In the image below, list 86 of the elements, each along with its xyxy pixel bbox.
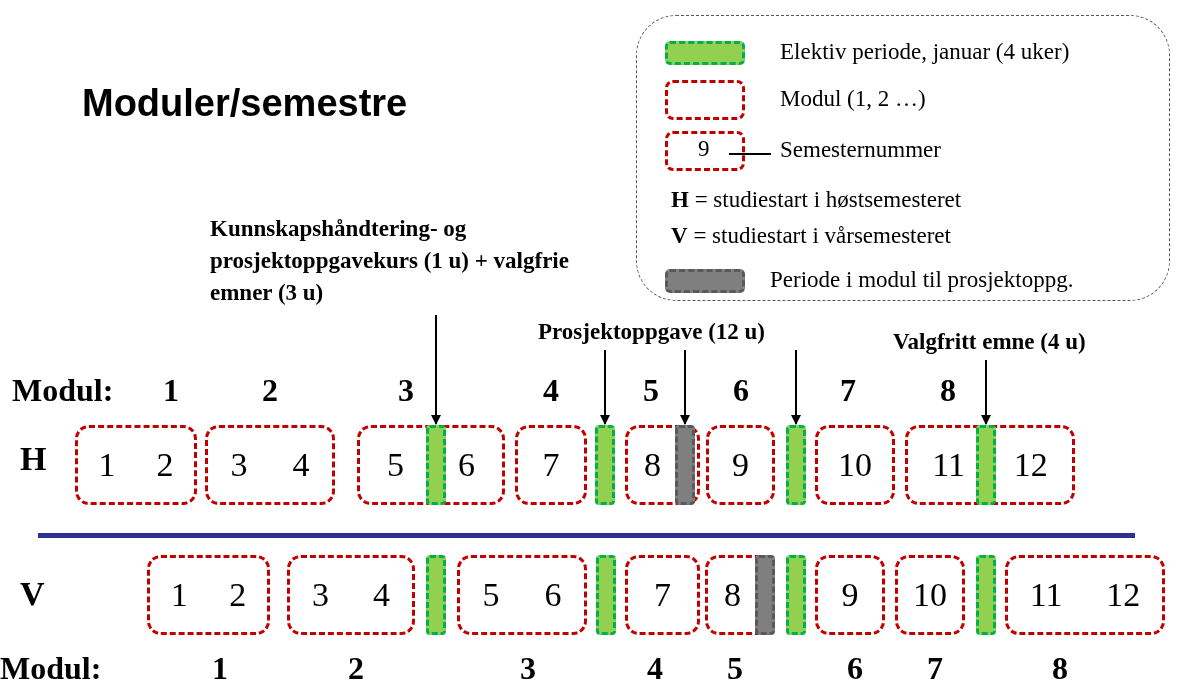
- semester-number: 12: [1106, 576, 1141, 614]
- module-box: [457, 555, 587, 635]
- module-number: 7: [840, 372, 856, 409]
- semester-number: 11: [932, 446, 966, 484]
- module-box: [357, 425, 505, 505]
- project-period-bar: [675, 425, 695, 505]
- semester-number: 5: [482, 576, 500, 614]
- legend-text: Modul (1, 2 …): [780, 86, 926, 112]
- semester-number: 11: [1029, 576, 1063, 614]
- module-number: 5: [727, 650, 743, 687]
- semester-number: 9: [841, 576, 859, 614]
- module-number: 8: [1052, 650, 1068, 687]
- elective-period-bar: [595, 425, 615, 505]
- module-number: 2: [348, 650, 364, 687]
- legend-text: Elektiv periode, januar (4 uker): [780, 39, 1070, 65]
- module-number: 4: [543, 372, 559, 409]
- legend-text: Semesternummer: [780, 137, 941, 163]
- row-label: H: [20, 440, 47, 478]
- legend-text: H = studiestart i høstsemesteret: [671, 187, 962, 213]
- module-number: 1: [212, 650, 228, 687]
- module-number: 2: [262, 372, 278, 409]
- module-number: 4: [647, 650, 663, 687]
- module-box: [75, 425, 197, 505]
- module-box: [815, 425, 895, 505]
- semester-number: 2: [156, 446, 174, 484]
- arrow: [600, 349, 610, 425]
- elective-period-bar: [786, 425, 806, 505]
- semester-number: 6: [458, 446, 475, 484]
- module-box: [706, 425, 775, 505]
- module-number: 1: [163, 372, 179, 409]
- arrow: [981, 359, 991, 425]
- semester-number: 2: [229, 576, 247, 614]
- module-box: [815, 555, 885, 635]
- module-box: [895, 555, 965, 635]
- semester-number: 7: [654, 576, 671, 614]
- title: Moduler/semestre: [82, 82, 408, 125]
- semester-number: 9: [698, 136, 710, 162]
- semester-number: 10: [913, 576, 947, 614]
- elective-period-bar: [786, 555, 806, 635]
- arrow: [431, 314, 441, 425]
- module-box: [515, 425, 587, 505]
- semester-number: 8: [644, 446, 661, 484]
- elective-period-bar: [426, 425, 446, 505]
- semester-number: 6: [544, 576, 562, 614]
- semester-number: 10: [838, 446, 872, 484]
- elective-period-bar: [596, 555, 616, 635]
- semester-number: 12: [1013, 446, 1048, 484]
- semester-number: 4: [292, 446, 310, 484]
- elective-period-bar: [976, 555, 996, 635]
- semester-number: 1: [170, 576, 188, 614]
- module-box: [625, 555, 700, 635]
- row-label: Modul:: [12, 372, 114, 409]
- semester-number: 1: [98, 446, 116, 484]
- semester-number: 5: [387, 446, 404, 484]
- legend-text: Periode i modul til prosjektoppg.: [770, 267, 1074, 293]
- semester-number: 3: [312, 576, 329, 614]
- project-period-bar: [755, 555, 775, 635]
- arrow: [791, 349, 801, 425]
- elective-period-bar: [976, 425, 996, 505]
- row-label: Modul:: [0, 650, 102, 687]
- module-number: 3: [398, 372, 414, 409]
- annotation-text: Prosjektoppgave (12 u): [538, 316, 848, 348]
- semester-number: 7: [542, 446, 560, 484]
- module-box: [1005, 555, 1165, 635]
- row-label: V: [20, 575, 45, 613]
- module-number: 5: [643, 372, 659, 409]
- legend-text: V = studiestart i vårsemesteret: [671, 223, 951, 249]
- module-box: [905, 425, 1075, 505]
- semester-number: 9: [732, 446, 749, 484]
- module-box: [205, 425, 335, 505]
- annotation-text: Valgfritt emne (4 u): [893, 326, 1155, 358]
- annotation-text: Kunnskapshåndtering- og prosjektoppgavekurs (1 u) + valgfrie emner (3 u): [210, 213, 605, 313]
- module-number: 6: [733, 372, 749, 409]
- module-number: 6: [847, 650, 863, 687]
- semester-number: 8: [724, 576, 741, 614]
- elective-period-bar: [426, 555, 446, 635]
- module-box: [705, 555, 775, 635]
- module-box: [625, 425, 700, 505]
- semester-number: 3: [230, 446, 248, 484]
- arrow: [680, 349, 690, 425]
- module-number: 8: [940, 372, 956, 409]
- semester-number: 4: [373, 576, 390, 614]
- module-number: 7: [927, 650, 943, 687]
- module-box: [147, 555, 270, 635]
- module-number: 3: [520, 650, 536, 687]
- module-box: [287, 555, 415, 635]
